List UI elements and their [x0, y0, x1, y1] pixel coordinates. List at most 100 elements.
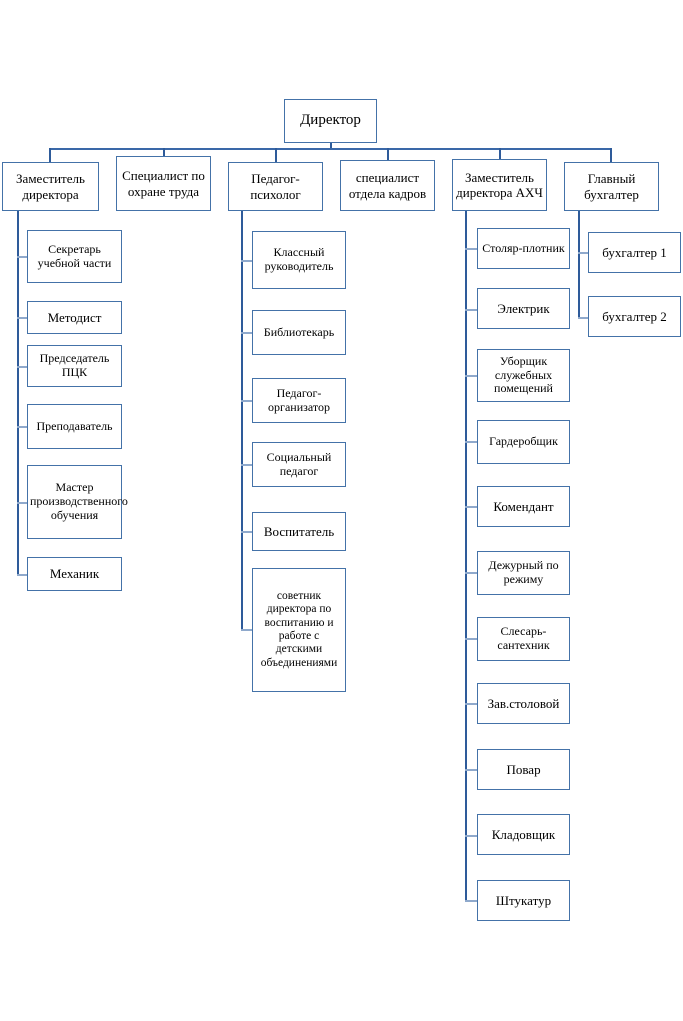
spine-chief-accountant	[578, 211, 580, 318]
node-label: Комендант	[493, 498, 554, 514]
spine-ahch	[465, 211, 467, 901]
node-teacher[interactable]: Преподаватель	[27, 404, 122, 449]
stub-accountant-1	[578, 252, 588, 254]
node-label: Гардеробщик	[489, 434, 558, 449]
node-master-of-industrial-training[interactable]: Мастер производственного обучения	[27, 465, 128, 539]
stub-methodist	[17, 317, 27, 319]
node-plasterer[interactable]: Штукатур	[477, 880, 570, 921]
connector-root-drop	[330, 143, 332, 150]
node-deputy-director-ahch[interactable]: Заместитель директора АХЧ	[452, 159, 547, 211]
node-cook[interactable]: Повар	[477, 749, 570, 790]
node-label: Секретарь учебной части	[37, 241, 112, 270]
node-mechanic[interactable]: Механик	[27, 557, 122, 591]
stub-duty-officer	[465, 572, 477, 574]
stub-plasterer	[465, 900, 477, 902]
connector-drop-deputy-director	[49, 148, 51, 163]
node-pedagogue-organizer[interactable]: Педагог-организатор	[252, 378, 346, 423]
stub-storekeeper	[465, 835, 477, 837]
node-accountant-1[interactable]: бухгалтер 1	[588, 232, 681, 273]
stub-electrician	[465, 309, 477, 311]
node-librarian[interactable]: Библиотекарь	[252, 310, 346, 355]
node-label: Повар	[506, 761, 541, 777]
node-label: Педагог-психолог	[250, 171, 301, 202]
node-label: Столяр-плотник	[482, 240, 565, 255]
node-label: бухгалтер 2	[602, 308, 667, 324]
stub-teacher	[17, 426, 27, 428]
node-labor-safety-specialist[interactable]: Специалист по охране труда	[116, 156, 211, 211]
node-class-teacher[interactable]: Классный руководитель	[252, 231, 346, 289]
node-label: Кладовщик	[491, 826, 556, 842]
stub-master-training	[17, 502, 27, 504]
stub-commandant	[465, 506, 477, 508]
node-pck-chairman[interactable]: Председатель ПЦК	[27, 345, 122, 387]
node-deputy-director[interactable]: Заместитель директора	[2, 162, 99, 211]
stub-educator	[241, 531, 252, 533]
node-cloakroom-attendant[interactable]: Гардеробщик	[477, 420, 570, 464]
stub-mechanic	[17, 574, 27, 576]
node-label: Электрик	[497, 300, 550, 316]
node-educator[interactable]: Воспитатель	[252, 512, 346, 551]
stub-cloakroom	[465, 441, 477, 443]
node-office-cleaner[interactable]: Уборщик служебных помещений	[477, 349, 570, 402]
node-accountant-2[interactable]: бухгалтер 2	[588, 296, 681, 337]
node-label: Методист	[47, 309, 102, 325]
node-plumber[interactable]: Слесарь-сантехник	[477, 617, 570, 661]
node-label: Дежурный по режиму	[488, 558, 559, 586]
node-carpenter-joiner[interactable]: Столяр-плотник	[477, 228, 570, 269]
connector-level2-bus	[49, 148, 611, 150]
node-social-pedagogue[interactable]: Социальный педагог	[252, 442, 346, 487]
node-storekeeper[interactable]: Кладовщик	[477, 814, 570, 855]
stub-librarian	[241, 332, 252, 334]
node-chief-accountant[interactable]: Главный бухгалтер	[564, 162, 659, 211]
stub-carpenter	[465, 248, 477, 250]
connector-drop-labor-safety	[163, 148, 165, 163]
stub-cook	[465, 769, 477, 771]
node-advisor-for-upbringing[interactable]: советник директора по воспитанию и работ…	[252, 568, 346, 692]
node-educational-psychologist[interactable]: Педагог-психолог	[228, 162, 323, 211]
connector-drop-chief-accountant	[610, 148, 612, 163]
node-label: Штукатур	[495, 892, 552, 908]
node-label: Мастер производственного обучения	[30, 480, 128, 522]
node-label: Заместитель директора	[16, 171, 85, 202]
node-methodist[interactable]: Методист	[27, 301, 122, 334]
stub-social-pedagogue	[241, 464, 252, 466]
node-electrician[interactable]: Электрик	[477, 288, 570, 329]
node-secretary-of-studies[interactable]: Секретарь учебной части	[27, 230, 122, 283]
node-label: Слесарь-сантехник	[497, 624, 550, 652]
stub-accountant-2	[578, 317, 588, 319]
stub-organizer	[241, 400, 252, 402]
stub-canteen-head	[465, 703, 477, 705]
spine-deputy-director	[17, 211, 19, 576]
node-label: Библиотекарь	[263, 324, 335, 339]
node-label: Социальный педагог	[266, 449, 332, 478]
node-director[interactable]: Директор	[284, 99, 377, 143]
node-hr-department-specialist[interactable]: специалист отдела кадров	[340, 160, 435, 211]
node-duty-officer[interactable]: Дежурный по режиму	[477, 551, 570, 595]
node-label: Главный бухгалтер	[584, 171, 639, 202]
stub-advisor	[241, 629, 252, 631]
stub-plumber	[465, 638, 477, 640]
stub-class-teacher	[241, 260, 252, 262]
node-label: Уборщик служебных помещений	[494, 353, 553, 396]
spine-psychologist	[241, 211, 243, 631]
node-label: Классный руководитель	[264, 245, 334, 273]
connector-drop-hr-specialist	[387, 148, 389, 163]
node-label: специалист отдела кадров	[348, 170, 427, 201]
node-label: Педагог-организатор	[268, 385, 330, 414]
node-canteen-manager[interactable]: Зав.столовой	[477, 683, 570, 724]
stub-pck-chair	[17, 366, 27, 368]
node-commandant[interactable]: Комендант	[477, 486, 570, 527]
stub-secretary	[17, 256, 27, 258]
node-label: Преподаватель	[36, 418, 113, 433]
node-label: Председатель ПЦК	[39, 351, 110, 379]
node-label: Специалист по охране труда	[122, 168, 205, 199]
node-label: советник директора по воспитанию и работ…	[260, 590, 338, 669]
node-label: Директор	[300, 112, 361, 129]
connector-drop-ahch	[499, 148, 501, 163]
stub-cleaner	[465, 375, 477, 377]
node-label: Зав.столовой	[487, 695, 560, 711]
connector-drop-psychologist	[275, 148, 277, 163]
node-label: Механик	[49, 566, 100, 582]
node-label: бухгалтер 1	[602, 244, 667, 260]
